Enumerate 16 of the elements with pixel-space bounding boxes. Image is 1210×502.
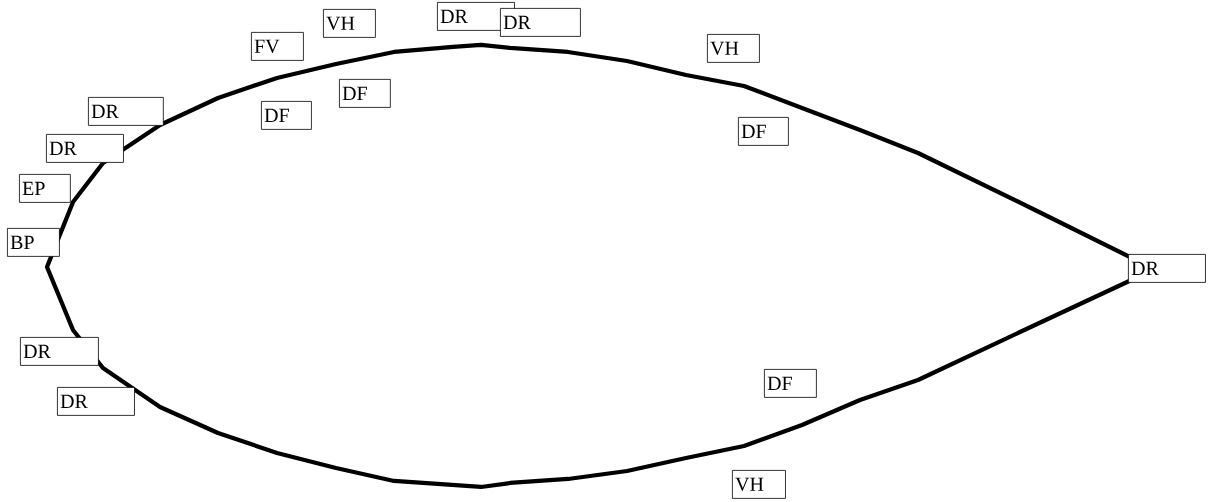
label-box: DF bbox=[261, 101, 312, 130]
label-box: DR bbox=[46, 134, 124, 163]
label-box: VH bbox=[707, 34, 760, 63]
label-box: VH bbox=[323, 9, 376, 38]
label-box: VH bbox=[732, 470, 786, 499]
label-box: DR bbox=[20, 337, 99, 366]
label-box: DF bbox=[764, 369, 817, 398]
label-box: BP bbox=[7, 228, 60, 257]
label-box: DF bbox=[738, 117, 789, 146]
label-box: FV bbox=[251, 32, 304, 61]
label-box: DR bbox=[500, 8, 581, 37]
label-box: DR bbox=[57, 387, 135, 416]
label-box: DR bbox=[1128, 254, 1206, 283]
label-box: DR bbox=[88, 97, 164, 126]
label-box: DF bbox=[339, 79, 391, 108]
label-box: EP bbox=[19, 174, 71, 203]
